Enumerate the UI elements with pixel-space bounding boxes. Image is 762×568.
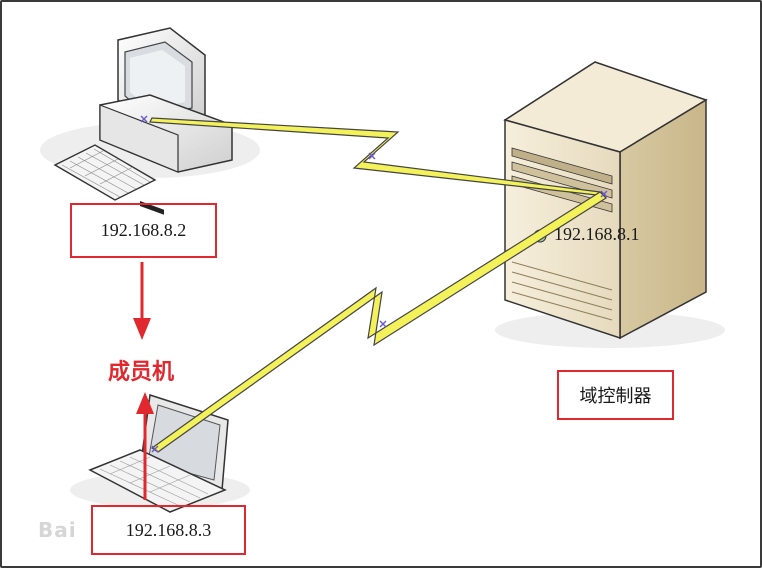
laptop-icon: [70, 394, 250, 513]
watermark-text: Bai: [38, 518, 77, 542]
arrow-down-icon: [133, 262, 151, 340]
desktop-ip-label: 192.168.8.2: [100, 220, 187, 240]
domain-controller-box: 域控制器: [557, 370, 674, 420]
domain-controller-label: 域控制器: [579, 386, 652, 407]
member-machine-label: 成员机: [108, 360, 175, 385]
arrow-up-icon: [136, 392, 154, 500]
desktop-computer-icon: [40, 27, 260, 215]
laptop-ip-label: 192.168.8.3: [125, 519, 212, 540]
desktop-ip-box: 192.168.8.2: [70, 203, 217, 258]
laptop-ip-box: 192.168.8.3: [91, 505, 246, 555]
server-tower-icon: [495, 61, 725, 348]
lightning-link-icon: [140, 115, 608, 453]
server-ip-label: 192.168.8.1: [554, 224, 640, 244]
